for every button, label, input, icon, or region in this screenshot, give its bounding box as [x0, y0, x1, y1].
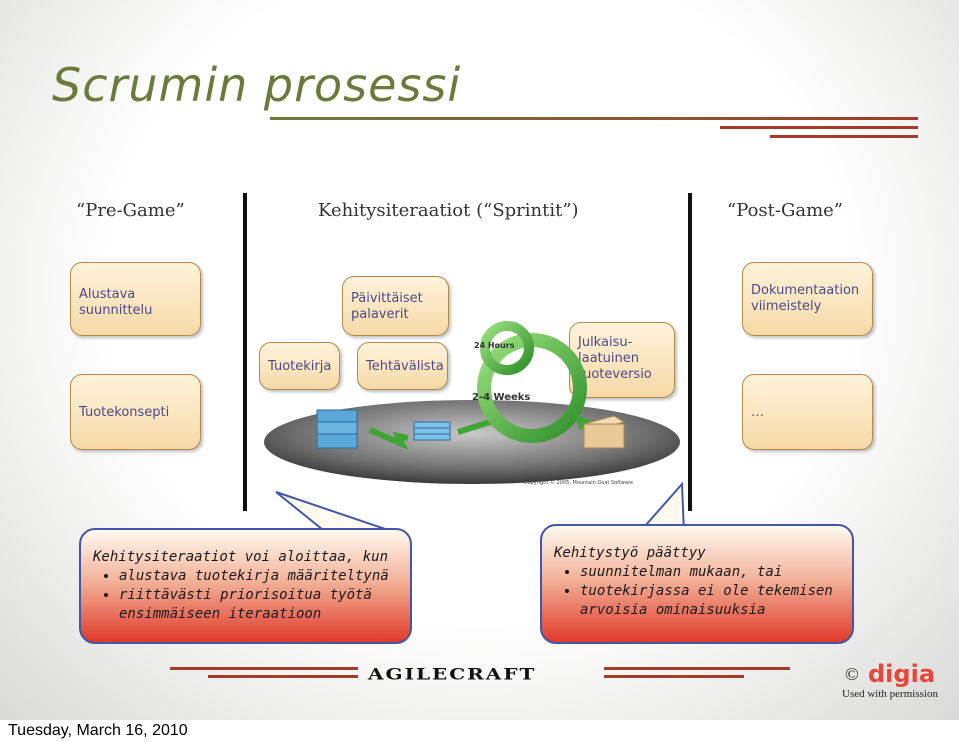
box-dokumentaatio: Dokumentaation viimeistely [742, 262, 873, 336]
bubble-left: Kehitysiteraatiot voi aloittaa, kun alus… [79, 528, 412, 644]
bubble-left-item: riittävästi priorisoitua työtä ensimmäis… [119, 586, 398, 624]
bottom-line-left [170, 667, 358, 670]
bubble-right-heading: Kehitystyö päättyy [554, 545, 706, 561]
cycle-arrow [574, 414, 594, 430]
box-julkaisu: Julkaisu-laatuinen tuoteversio [569, 322, 675, 398]
digia-logo: digia [868, 660, 936, 688]
label-2-4-weeks: 2-4 Weeks [472, 392, 530, 403]
bubble-right-item: tuotekirjassa ei ole tekemisen arvoisia … [580, 582, 840, 620]
bubble-left-list: alustava tuotekirja määriteltynä riittäv… [93, 567, 398, 624]
bubble-right-item: suunnitelman mukaan, tai [580, 563, 840, 582]
label-24-hours: 24 Hours [474, 341, 515, 350]
bottom-line-right [604, 667, 790, 670]
title-underline [270, 117, 918, 120]
scrum-cycle-diagram: 24 Hours 2-4 Weeks Copyright © 2005, Mou… [264, 321, 680, 486]
copyright-symbol: © [845, 664, 859, 684]
bottom-line-left-2 [208, 675, 358, 678]
title-underline-3 [770, 135, 918, 138]
bubble-right: Kehitystyö päättyy suunnitelman mukaan, … [540, 524, 854, 644]
footer-date: Tuesday, March 16, 2010 [8, 722, 188, 739]
box-paivittaiset-palaverit: Päivittäiset palaverit [342, 276, 449, 336]
box-ellipsis: … [742, 374, 873, 450]
bubble-left-item: alustava tuotekirja määriteltynä [119, 567, 398, 586]
slide-title: Scrumin prosessi [52, 58, 462, 112]
backlog-stack [316, 409, 358, 449]
phase-postgame: “Post-Game” [727, 200, 844, 221]
slide: Scrumin prosessi “Pre-Game” Kehitysitera… [0, 0, 959, 720]
agilecraft-logo: AGILECRAFT [368, 664, 537, 684]
sprint-backlog-stack [413, 421, 451, 441]
bottom-line-right-2 [604, 675, 744, 678]
box-tehtavalista: Tehtävälista [357, 342, 448, 390]
box-alustava-suunnittelu: Alustava suunnittelu [70, 262, 201, 336]
title-underline-2 [720, 126, 918, 129]
daily-cycle-ring [480, 321, 534, 375]
phase-sprints: Kehitysiteraatiot (“Sprintit”) [318, 200, 579, 221]
phase-pregame: “Pre-Game” [76, 200, 185, 221]
arrow-1 [368, 427, 409, 451]
diagram-copyright: Copyright © 2005, Mountain Goat Software [524, 479, 633, 486]
product-box [582, 415, 626, 449]
box-tuotekirja: Tuotekirja [259, 342, 340, 390]
separator-right [688, 193, 692, 511]
permission-text: Used with permission [842, 688, 938, 700]
arrow-2 [457, 419, 491, 435]
bubble-right-list: suunnitelman mukaan, tai tuotekirjassa e… [554, 563, 840, 620]
bubble-left-heading: Kehitysiteraatiot voi aloittaa, kun [93, 549, 389, 565]
separator-left [243, 193, 247, 511]
box-tuotekonsepti: Tuotekonsepti [70, 374, 201, 450]
